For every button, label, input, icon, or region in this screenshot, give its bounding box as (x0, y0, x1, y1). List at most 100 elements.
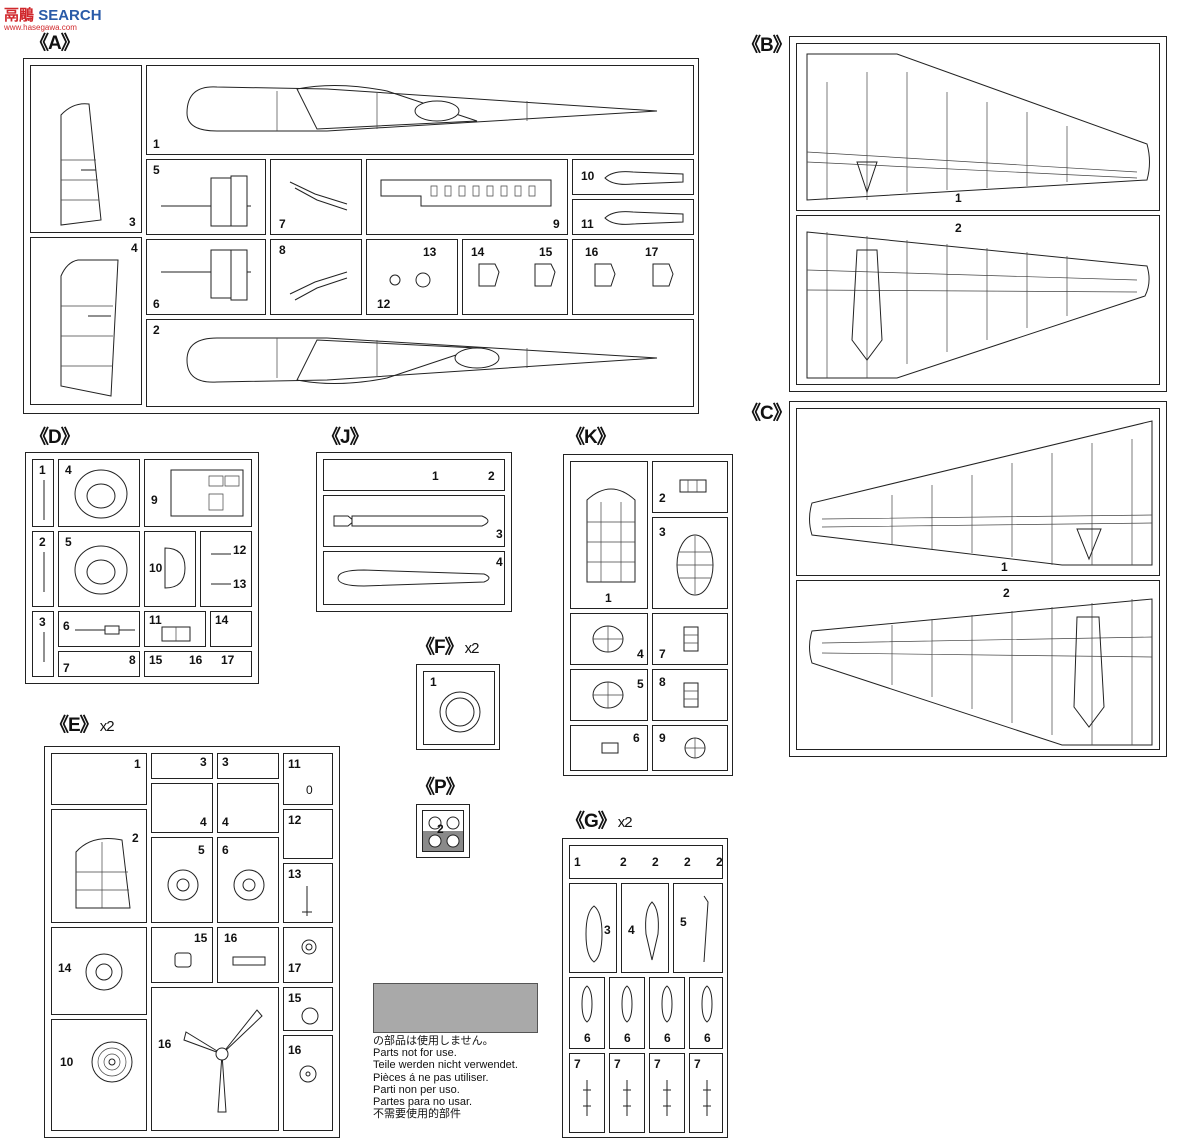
sprue-e-cell-2: 2 (51, 809, 147, 923)
section-b-label: 《B》 (742, 35, 792, 56)
sprue-c-cell-1: 1 (796, 408, 1160, 576)
part-number: 4 (222, 815, 229, 829)
tailplane-part-5 (161, 168, 261, 228)
sprue-e-cell-4b: 4 (217, 783, 279, 833)
part-number: 5 (153, 163, 160, 177)
clear-lenses-part-p2 (425, 813, 463, 851)
sprue-c-cell-2: 2 (796, 580, 1160, 750)
not-for-use-line-de: Teile werden nicht verwendet. (373, 1059, 518, 1072)
sprue-a-cell-2: 2 (146, 319, 694, 407)
part-number: 8 (659, 675, 666, 689)
sprue-k-cell-5: 5 (570, 669, 648, 721)
part-k2 (679, 478, 707, 494)
panel-part-d9 (169, 468, 245, 518)
sprue-k-cell-9: 9 (652, 725, 728, 771)
nose-glazing-part-k3 (675, 532, 715, 598)
sprue-e-cell-9: 13 (283, 863, 333, 923)
sprue-e-cell-14: 16 (151, 987, 279, 1131)
sprue-e-cell-17: 16 (283, 1035, 333, 1131)
part-number: 16 (585, 245, 599, 259)
part-number: 17 (288, 961, 302, 975)
rod-part-d3 (41, 632, 47, 662)
part-number: 2 (39, 535, 46, 549)
part-number: 4 (628, 923, 635, 937)
sprue-g-cell-7d: 7 (689, 1053, 723, 1133)
sprue-d-cell-3: 3 (32, 611, 54, 677)
rod-part-d1 (41, 480, 47, 520)
part-number: 15 (539, 245, 553, 259)
watermark-brand-en: SEARCH (38, 7, 102, 24)
drop-tank-part-j4 (334, 566, 494, 590)
sprue-a-cell-10: 10 (572, 159, 694, 195)
sprue-d-cell-6: 6 (58, 611, 140, 647)
sprue-g-cell-7c: 7 (649, 1053, 685, 1133)
sprue-d: 1 4 9 2 5 10 12 13 3 (25, 452, 259, 684)
small-bomb-part-g6 (660, 984, 674, 1024)
part-number: 6 (704, 1031, 711, 1045)
part-number: 2 (437, 822, 444, 836)
part-number: 13 (423, 245, 437, 259)
sprue-k-cell-8: 8 (652, 669, 728, 721)
gun-part-d6 (75, 622, 137, 638)
sprue-e-cell-7: 11 0 (283, 753, 333, 805)
rudder-part-4 (53, 246, 123, 396)
rack-part-g5 (694, 894, 714, 964)
pylon-part-g7 (622, 1080, 632, 1116)
part-number: 3 (604, 923, 611, 937)
part-number: 2 (488, 469, 495, 483)
section-f-label-text: 《F》 (416, 637, 464, 658)
watermark-brand-cn: 鬲鵰 (4, 7, 35, 24)
part-number: 3 (659, 525, 666, 539)
sprue-a-cell-9: 9 (366, 159, 568, 235)
section-a-label: 《A》 (30, 33, 80, 54)
watermark-url: www.hasegawa.com (4, 23, 77, 32)
part-number: 2 (620, 855, 627, 869)
part-number: 1 (1001, 560, 1008, 574)
sprue-e-cell-10: 14 (51, 927, 147, 1015)
part-number: 11 (581, 217, 594, 231)
sprue-k-cell-4: 4 (570, 613, 648, 665)
sprue-g-cell-6a: 6 (569, 977, 605, 1049)
sprue-e-cell-5: 5 (151, 837, 213, 923)
part-number: 6 (624, 1031, 631, 1045)
sprue-d-cell-2: 2 (32, 531, 54, 607)
sprue-g-cell-5: 5 (673, 883, 723, 973)
sprue-a: 3 4 1 5 7 (23, 58, 699, 414)
sprue-k-cell-3: 3 (652, 517, 728, 609)
part-number: 7 (659, 647, 666, 661)
sprue-d-cell-14: 14 (210, 611, 252, 647)
small-bomb-part-g6 (700, 984, 714, 1024)
part-number: 6 (584, 1031, 591, 1045)
sprue-a-cell-3: 3 (30, 65, 142, 233)
parts-14-15 (477, 262, 557, 302)
sprue-c: 1 2 (789, 401, 1167, 757)
sprue-a-cell-16-17: 16 17 (572, 239, 694, 315)
section-j-label: 《J》 (322, 427, 369, 448)
part-number: 8 (279, 243, 286, 257)
part-number: 8 (129, 653, 136, 667)
parts-12-13 (387, 262, 437, 292)
section-e-label: 《E》x2 (50, 716, 115, 735)
window-part-k4 (591, 624, 625, 654)
part-number: 6 (633, 731, 640, 745)
part-number: 1 (134, 757, 141, 771)
not-for-use-swatch (373, 983, 538, 1033)
part-11 (603, 208, 688, 228)
parts-16-17 (593, 262, 683, 302)
part-number: 15 (149, 653, 163, 667)
wheel-part-e6 (232, 868, 266, 902)
cowling-part-e10 (84, 952, 124, 992)
sprue-d-cell-4: 4 (58, 459, 140, 527)
section-c-label: 《C》 (742, 403, 792, 424)
part-number: 1 (574, 855, 581, 869)
section-k-label: 《K》 (566, 427, 616, 448)
part-number: 2 (132, 831, 139, 845)
part-number: 16 (189, 653, 203, 667)
canopy-frame-part-k1 (581, 482, 641, 586)
torpedo-part-j3 (334, 510, 494, 532)
sprue-d-cell-15-16-17: 15 16 17 (144, 651, 252, 677)
part-number: 16 (224, 931, 238, 945)
sprue-g-cell-6c: 6 (649, 977, 685, 1049)
part-number: 2 (153, 323, 160, 337)
part-number: 12 (288, 813, 302, 827)
